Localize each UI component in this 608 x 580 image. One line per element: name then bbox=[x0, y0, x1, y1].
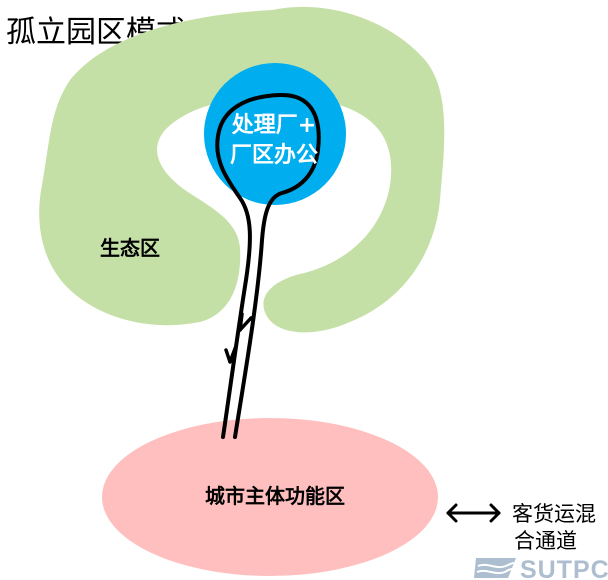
legend-label-line2: 合通道 bbox=[514, 529, 577, 553]
processing-zone-label-line2: 厂区办公 bbox=[230, 143, 318, 168]
legend: 客货运混 合通道 bbox=[446, 502, 596, 553]
ecology-zone bbox=[39, 6, 445, 333]
urban-zone bbox=[102, 418, 438, 576]
road-arrow-mark-1 bbox=[238, 312, 253, 332]
road-outer-line bbox=[215, 92, 321, 439]
road-arrow-mark-2 bbox=[224, 344, 238, 364]
ecology-zone-label: 生态区 bbox=[100, 236, 160, 260]
wave-logo-icon bbox=[474, 558, 516, 578]
legend-label-line1: 客货运混 bbox=[512, 502, 596, 526]
urban-zone-label: 城市主体功能区 bbox=[205, 484, 345, 508]
double-arrow-icon bbox=[446, 503, 501, 523]
processing-zone-label-line1: 处理厂+ bbox=[231, 112, 316, 138]
road-corridor bbox=[215, 92, 321, 439]
watermark: SUTPC bbox=[474, 556, 608, 580]
watermark-text: SUTPC bbox=[520, 556, 608, 580]
